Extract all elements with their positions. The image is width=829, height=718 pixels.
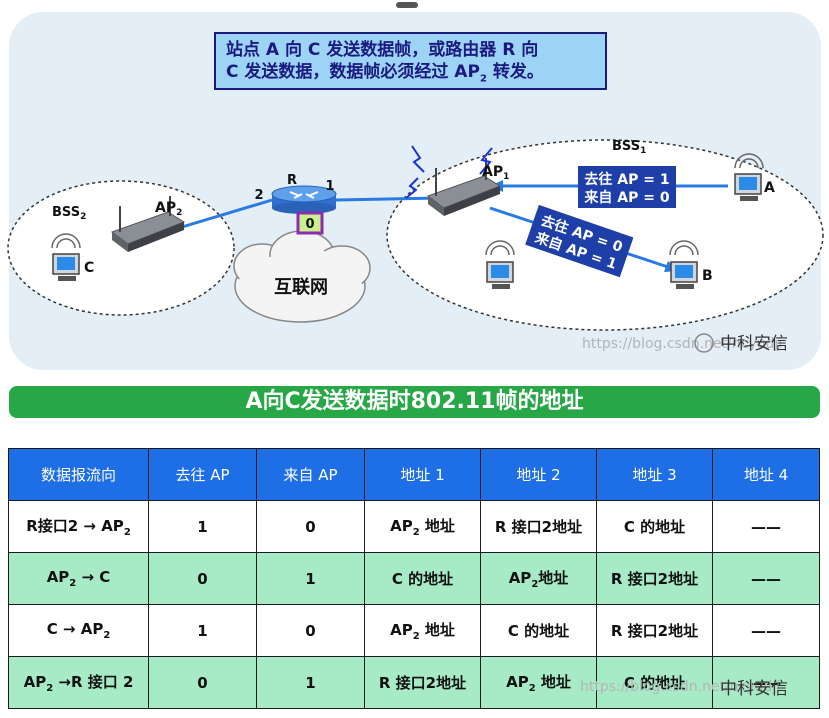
frame-label-a-line2: 来自 AP = 0 — [583, 189, 669, 206]
internet-label: 互联网 — [274, 277, 328, 298]
ap2-icon — [110, 196, 186, 252]
cell-address-3: R 接口2地址 — [596, 604, 713, 657]
table-row: AP2 →R 接口 2 0 1 R 接口2地址 AP2 地址 C 的地址 —— — [8, 656, 820, 709]
router-port-2: 2 — [254, 188, 263, 203]
station-b-label: B — [702, 268, 713, 284]
bss2-label: BSS2 — [52, 205, 86, 222]
watermark-url: https://blog.csdn.net/ncyudji — [582, 336, 782, 352]
cell-flow: C → AP2 — [8, 604, 149, 657]
frame-label-a-box — [578, 166, 676, 208]
address-table: 数据报流向 去往 AP 来自 AP 地址 1 地址 2 地址 3 地址 4 R接… — [8, 448, 820, 709]
ap1-icon — [426, 158, 502, 216]
header-address-3: 地址 3 — [596, 448, 713, 501]
table-row: C → AP2 1 0 AP2 地址 C 的地址 R 接口2地址 —— — [8, 604, 820, 657]
bss2-ellipse — [7, 180, 235, 316]
callout-line-2: C 发送数据，数据帧必须经过 AP2 转发。 — [226, 62, 544, 85]
lightning-icon — [405, 145, 493, 199]
cell-address-4: —— — [712, 656, 820, 709]
header-from-ap: 来自 AP — [256, 448, 365, 501]
cell-address-1: R 接口2地址 — [364, 656, 481, 709]
header-address-1: 地址 1 — [364, 448, 481, 501]
watermark-brand: 中科安信 — [720, 334, 788, 354]
cell-address-4: —— — [712, 500, 820, 553]
station-c-label: C — [84, 260, 94, 276]
cell-flow: AP2 →R 接口 2 — [8, 656, 149, 709]
header-address-4: 地址 4 — [712, 448, 820, 501]
header-flow: 数据报流向 — [8, 448, 149, 501]
router-label: R — [287, 173, 297, 188]
frame-label-b-box — [525, 204, 634, 278]
station-a-icon — [734, 153, 764, 201]
table-row: AP2 → C 0 1 C 的地址 AP2地址 R 接口2地址 —— — [8, 552, 820, 605]
window-handle — [396, 2, 418, 8]
cell-from-ap: 0 — [256, 604, 365, 657]
cell-to-ap: 0 — [148, 656, 257, 709]
section-title: A向C发送数据时802.11帧的地址 — [9, 386, 820, 418]
header-to-ap: 去往 AP — [148, 448, 257, 501]
table-watermark-brand: 中科安信 — [720, 679, 788, 699]
station-b-icon — [669, 240, 699, 289]
network-diagram: 互联网 R 2 1 0 AP2 BSS2 AP1 BSS1 去往 AP = 1 … — [7, 139, 824, 354]
station-idle-icon — [485, 240, 515, 289]
callout-box: 站点 A 向 C 发送数据帧，或路由器 R 向 C 发送数据，数据帧必须经过 A… — [214, 32, 607, 90]
cell-address-1: AP2 地址 — [364, 604, 481, 657]
internet-cloud — [233, 230, 371, 323]
table-watermark: https://blog.csdn.net/ncyudji — [580, 676, 780, 695]
cell-address-2: AP2 地址 — [480, 656, 597, 709]
table-watermark-url: https://blog.csdn.net/ncyudji — [580, 679, 781, 695]
cell-address-3: C 的地址 — [596, 656, 713, 709]
cell-from-ap: 1 — [256, 656, 365, 709]
header-address-2: 地址 2 — [480, 448, 597, 501]
cell-address-1: C 的地址 — [364, 552, 481, 605]
bss1-label: BSS1 — [612, 139, 646, 156]
cell-to-ap: 0 — [148, 552, 257, 605]
cell-from-ap: 1 — [256, 552, 365, 605]
ap2-label: AP2 — [155, 200, 182, 218]
cell-flow: AP2 → C — [8, 552, 149, 605]
table-header-row: 数据报流向 去往 AP 来自 AP 地址 1 地址 2 地址 3 地址 4 — [8, 448, 820, 501]
station-c-icon — [51, 233, 81, 281]
cell-address-4: —— — [712, 604, 820, 657]
router-port-0-box — [296, 211, 324, 235]
cell-address-3: C 的地址 — [596, 500, 713, 553]
callout-line-1: 站点 A 向 C 发送数据帧，或路由器 R 向 — [226, 40, 539, 60]
link-router-ap1 — [335, 196, 441, 202]
cell-to-ap: 1 — [148, 500, 257, 553]
station-a-label: A — [764, 180, 775, 196]
ap1-label: AP1 — [482, 164, 509, 182]
cell-address-3: R 接口2地址 — [596, 552, 713, 605]
cell-address-1: AP2 地址 — [364, 500, 481, 553]
link-ap2-router — [171, 198, 273, 232]
cell-address-4: —— — [712, 552, 820, 605]
cell-address-2: AP2地址 — [480, 552, 597, 605]
router-port-0: 0 — [305, 217, 314, 232]
cell-to-ap: 1 — [148, 604, 257, 657]
cell-flow: R接口2 → AP2 — [8, 500, 149, 553]
router-port-1: 1 — [325, 179, 334, 194]
frame-label-a-line1: 去往 AP = 1 — [584, 171, 669, 188]
wechat-icon — [694, 333, 714, 353]
cell-from-ap: 0 — [256, 500, 365, 553]
table-watermark-brand-wrap: 中科安信 — [696, 674, 788, 699]
cell-address-2: C 的地址 — [480, 604, 597, 657]
table-row: R接口2 → AP2 1 0 AP2 地址 R 接口2地址 C 的地址 —— — [8, 500, 820, 553]
router-icon — [271, 185, 337, 214]
cell-address-2: R 接口2地址 — [480, 500, 597, 553]
